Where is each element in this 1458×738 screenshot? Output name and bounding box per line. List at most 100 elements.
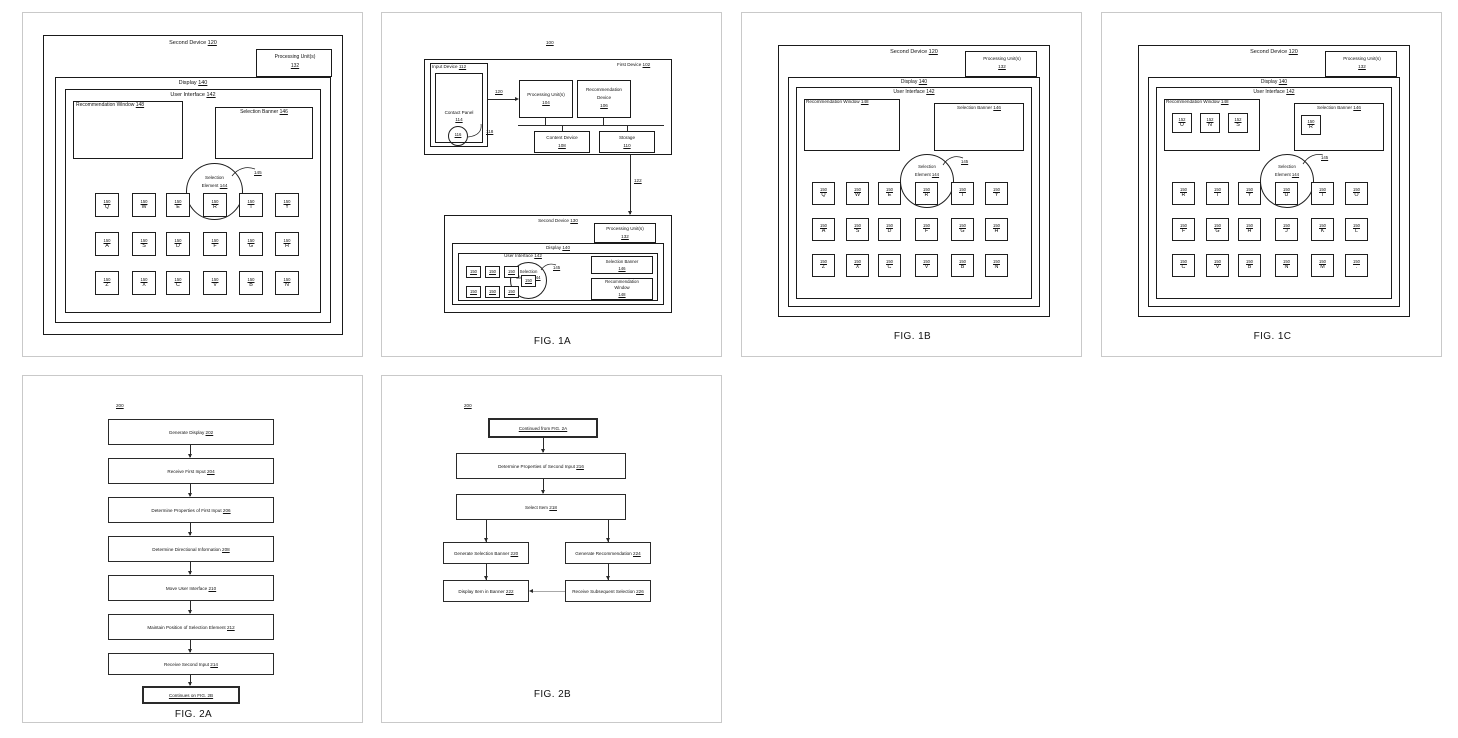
- branch-right-step[interactable]: Receive Subsequent Selection 226: [565, 580, 651, 602]
- key-num: 150: [174, 276, 182, 282]
- lower-key-cell[interactable]: 150: [504, 266, 519, 278]
- flow-entry-label: Continued from FIG. 2A: [518, 425, 568, 431]
- flow-arrow: [187, 532, 192, 536]
- key-char: S: [142, 242, 146, 249]
- branch-left-step[interactable]: Generate Selection Banner 220: [443, 542, 529, 564]
- lower-user-interface-text: User Interface: [504, 253, 533, 258]
- key-num: 150: [854, 187, 861, 193]
- lower-key-cell[interactable]: 150: [466, 266, 481, 278]
- flow-arrow: [187, 649, 192, 653]
- first-device-num: 102: [642, 62, 651, 67]
- flow-step[interactable]: Determine Properties of First Input 206: [108, 497, 274, 523]
- flow-step[interactable]: Move User Interface 210: [108, 575, 274, 601]
- flow-arrow: [187, 610, 192, 614]
- flow-step[interactable]: Receive Second Input 214: [108, 653, 274, 675]
- key-cell[interactable]: 150.: [1345, 254, 1368, 277]
- flow-step[interactable]: Maintain Position of Selection Element 2…: [108, 614, 274, 640]
- lower-selection-banner-label: Selection Banner: [605, 259, 639, 264]
- lower-key-cell[interactable]: 150: [466, 286, 481, 298]
- user-interface-label: User Interface 142: [796, 90, 1032, 95]
- flow-step[interactable]: Determine Properties of Second Input 216: [456, 453, 626, 479]
- flow-entry[interactable]: Continued from FIG. 2A: [488, 418, 598, 438]
- second-device-label: Second Device 120: [778, 49, 1050, 56]
- recommendation-window-label: Recommendation Window 148: [1166, 99, 1229, 105]
- key-char: L: [1355, 228, 1358, 235]
- cross-link-arrow: [529, 588, 533, 593]
- flow-step[interactable]: Select Item 218: [456, 494, 626, 520]
- contact-panel-num: 114: [455, 117, 463, 122]
- key-char: F: [924, 228, 929, 235]
- flow-terminal[interactable]: Continues on FIG. 2B: [142, 686, 240, 704]
- flow-step[interactable]: Determine Directional Information 208: [108, 536, 274, 562]
- lower-key-cell[interactable]: 150: [504, 286, 519, 298]
- lower-key-cell-selected[interactable]: 150: [521, 275, 536, 287]
- flow-step[interactable]: Receive First Input 204: [108, 458, 274, 484]
- flow-step[interactable]: Generate Display 202: [108, 419, 274, 445]
- lower-key-cell[interactable]: 150: [485, 286, 500, 298]
- flow-connector: [190, 640, 191, 652]
- branch-left-step[interactable]: Display Item in Banner 222: [443, 580, 529, 602]
- branch-right-step[interactable]: Generate Recommendation 224: [565, 542, 651, 564]
- lower-key-cell[interactable]: 150: [485, 266, 500, 278]
- flow-connector: [190, 484, 191, 496]
- key-char: J: [1285, 228, 1288, 235]
